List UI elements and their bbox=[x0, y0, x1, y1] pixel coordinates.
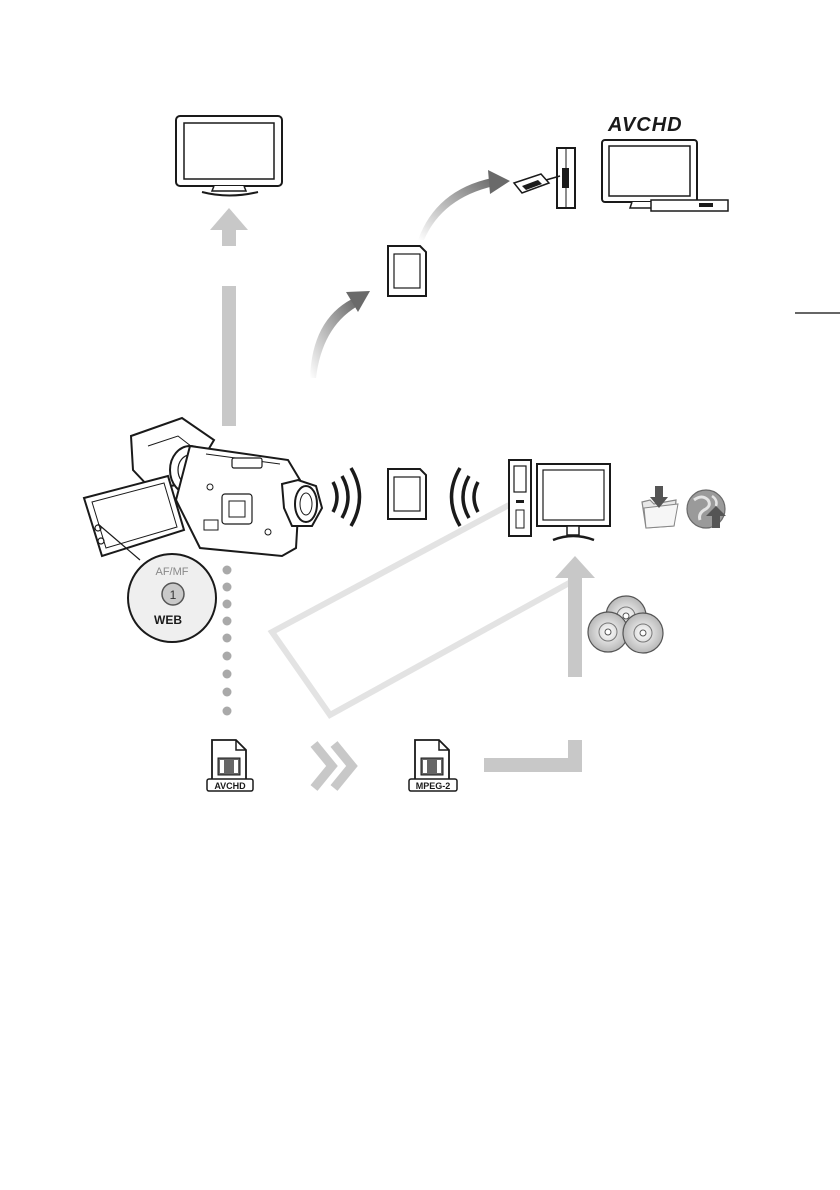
download-folder-icon bbox=[642, 486, 678, 528]
web-button-number: 1 bbox=[170, 588, 177, 602]
discs-icon bbox=[588, 596, 663, 653]
video-file-icon: MPEG-2 bbox=[409, 740, 457, 791]
file-format-label: MPEG-2 bbox=[416, 781, 451, 791]
af-mf-label: AF/MF bbox=[156, 566, 189, 578]
computer-icon bbox=[509, 460, 610, 540]
web-button-callout: AF/MF 1 WEB bbox=[128, 554, 216, 642]
tv-icon bbox=[176, 116, 282, 196]
pc-connection-arrow bbox=[484, 556, 595, 765]
sd-card-icon bbox=[388, 246, 426, 296]
web-button-label: WEB bbox=[154, 613, 182, 627]
video-file-icon: AVCHD bbox=[207, 740, 253, 791]
sd-copy-arc-arrow bbox=[310, 291, 370, 378]
file-format-label: AVCHD bbox=[214, 781, 246, 791]
tv-connection-arrow bbox=[210, 208, 248, 426]
camcorder-icon bbox=[84, 418, 322, 560]
recorder-arc-arrow bbox=[418, 170, 510, 240]
wireless-signal-icon bbox=[333, 468, 360, 526]
conversion-chevron-icon bbox=[314, 744, 352, 788]
web-upload-icon bbox=[687, 490, 726, 528]
connection-outline-frame bbox=[272, 505, 580, 715]
avchd-logo: AVCHD bbox=[607, 114, 683, 136]
wireless-signal-icon bbox=[452, 468, 479, 526]
dotted-path bbox=[223, 566, 232, 716]
sd-card-icon bbox=[388, 469, 426, 519]
avchd-recorder-tv-icon bbox=[514, 140, 728, 211]
